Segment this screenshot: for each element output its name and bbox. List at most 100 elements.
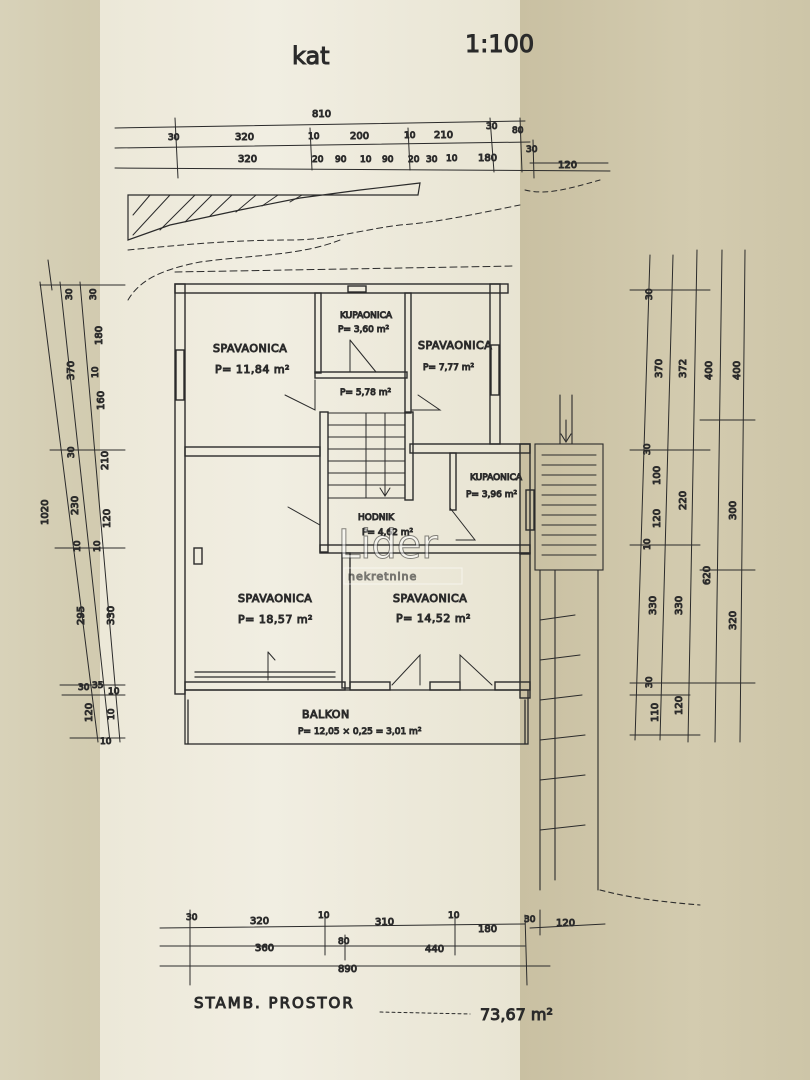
svg-text:90: 90 <box>382 155 394 165</box>
room-bathroom-2: KUPAONICA P= 3,96 m² <box>466 473 524 501</box>
dim-top-total: 810 <box>312 109 331 120</box>
svg-text:10: 10 <box>308 132 320 142</box>
room-balcony: BALKON P= 12,05 × 0,25 = 3,01 m² <box>298 708 423 738</box>
room-labels: SPAVAONICA P= 11,84 m² KUPAONICA P= 3,60… <box>213 311 524 738</box>
svg-text:30: 30 <box>65 288 75 300</box>
dim-right-col3: 400 300 620 320 <box>702 360 740 630</box>
svg-text:180: 180 <box>478 153 497 164</box>
svg-text:P= 3,60 m²: P= 3,60 m² <box>338 325 389 335</box>
svg-text:30: 30 <box>524 915 536 925</box>
dim-left-col2: 180 10 160 210 120 330 35 10 <box>91 325 118 720</box>
svg-text:10: 10 <box>73 540 83 552</box>
svg-text:nekretnine: nekretnine <box>348 570 417 583</box>
watermark: Lider nekretnine <box>338 522 463 585</box>
living-area-label: STAMB. PROSTOR <box>194 994 355 1012</box>
dim-right-col1: 30 370 30 100 120 10 330 30 110 <box>643 288 666 723</box>
dim-top-row2: 320 20 90 10 90 20 30 10 180 30 120 <box>238 145 578 172</box>
room-bedroom-4: SPAVAONICA P= 14,52 m² <box>393 592 471 626</box>
svg-text:80: 80 <box>338 937 350 947</box>
svg-text:10: 10 <box>100 737 112 747</box>
svg-text:400: 400 <box>704 361 715 380</box>
outer-staircase <box>534 394 701 906</box>
svg-text:HODNIK: HODNIK <box>358 513 395 523</box>
room-landing: P= 5,78 m² <box>340 388 392 399</box>
svg-text:P= 7,77 m²: P= 7,77 m² <box>423 363 474 373</box>
svg-text:10: 10 <box>404 131 416 141</box>
svg-text:160: 160 <box>96 391 107 410</box>
svg-text:10: 10 <box>360 155 372 165</box>
svg-text:10: 10 <box>448 911 460 921</box>
svg-text:SPAVAONICA: SPAVAONICA <box>238 592 312 605</box>
bottom-dimensions <box>159 909 606 986</box>
svg-text:P= 4,62 m²: P= 4,62 m² <box>362 528 413 538</box>
svg-text:80: 80 <box>512 126 524 136</box>
door-swings <box>267 339 493 686</box>
svg-text:360: 360 <box>255 943 274 954</box>
svg-text:30: 30 <box>486 122 498 132</box>
svg-text:P= 12,05 × 0,25 = 3,01 m²: P= 12,05 × 0,25 = 3,01 m² <box>298 727 422 737</box>
svg-text:90: 90 <box>335 155 347 165</box>
svg-text:P= 14,52 m²: P= 14,52 m² <box>396 612 471 625</box>
svg-text:10: 10 <box>91 366 101 378</box>
svg-text:20: 20 <box>408 155 420 165</box>
paper-center <box>100 0 525 1080</box>
room-bathroom-1: KUPAONICA P= 3,60 m² <box>338 311 394 336</box>
svg-text:320: 320 <box>238 154 257 165</box>
svg-text:120: 120 <box>84 703 95 722</box>
room-bedroom-3: SPAVAONICA P= 18,57 m² <box>238 592 313 627</box>
dim-right-col4: 400 <box>732 360 744 380</box>
top-dimensions <box>114 117 611 179</box>
dim-bottom-total: 890 <box>338 964 357 975</box>
svg-text:210: 210 <box>434 130 453 141</box>
svg-text:30: 30 <box>168 133 180 143</box>
svg-text:KUPAONICA: KUPAONICA <box>470 473 523 483</box>
svg-text:Lider: Lider <box>338 522 438 568</box>
svg-text:210: 210 <box>100 451 111 470</box>
room-bedroom-1: SPAVAONICA P= 11,84 m² <box>213 342 290 377</box>
svg-text:620: 620 <box>702 566 713 585</box>
svg-text:30: 30 <box>526 145 538 155</box>
svg-text:30: 30 <box>426 155 438 165</box>
svg-text:SPAVAONICA: SPAVAONICA <box>393 592 467 605</box>
floor-label: kat <box>292 42 330 70</box>
svg-text:370: 370 <box>66 361 77 380</box>
svg-text:310: 310 <box>375 917 394 928</box>
svg-text:P= 18,57 m²: P= 18,57 m² <box>238 613 313 626</box>
svg-text:30: 30 <box>78 683 90 693</box>
svg-text:30: 30 <box>645 288 655 300</box>
building-walls <box>174 283 535 699</box>
living-area-summary: STAMB. PROSTOR 73,67 m² <box>194 994 554 1025</box>
svg-text:20: 20 <box>312 155 324 165</box>
svg-text:120: 120 <box>556 918 575 929</box>
room-hallway: HODNIK P= 4,62 m² <box>358 513 414 539</box>
svg-text:10: 10 <box>107 708 117 720</box>
svg-text:10: 10 <box>108 687 120 697</box>
dim-bottom-row1: 30 320 10 310 10 180 30 120 <box>186 911 576 936</box>
terrain-hatch <box>127 179 601 301</box>
room-bedroom-2: SPAVAONICA P= 7,77 m² <box>418 339 493 374</box>
svg-text:300: 300 <box>728 501 739 520</box>
svg-text:120: 120 <box>652 509 663 528</box>
svg-text:230: 230 <box>70 496 81 515</box>
left-dimensions <box>39 259 126 743</box>
scale-label: 1:100 <box>465 30 534 58</box>
svg-text:370: 370 <box>654 359 665 378</box>
svg-text:100: 100 <box>652 466 663 485</box>
svg-text:440: 440 <box>425 944 444 955</box>
dim-bottom-row2: 360 80 440 <box>255 937 445 956</box>
svg-text:1020: 1020 <box>40 500 51 525</box>
svg-text:10: 10 <box>93 540 103 552</box>
svg-text:110: 110 <box>650 703 661 722</box>
svg-text:P= 5,78 m²: P= 5,78 m² <box>340 388 391 398</box>
svg-text:KUPAONICA: KUPAONICA <box>340 311 393 321</box>
dim-left-col1: 1020 30 370 30 230 10 295 30 120 <box>40 288 96 723</box>
svg-text:30: 30 <box>643 443 653 455</box>
dim-top-row1: 30 320 10 200 10 210 30 80 <box>168 122 525 144</box>
svg-text:200: 200 <box>350 131 369 142</box>
svg-text:180: 180 <box>478 924 497 935</box>
svg-text:SPAVAONICA: SPAVAONICA <box>418 339 492 352</box>
svg-text:30: 30 <box>186 913 198 923</box>
svg-text:P= 11,84 m²: P= 11,84 m² <box>215 363 290 376</box>
svg-text:400: 400 <box>732 361 743 380</box>
balcony-outline <box>184 671 529 745</box>
